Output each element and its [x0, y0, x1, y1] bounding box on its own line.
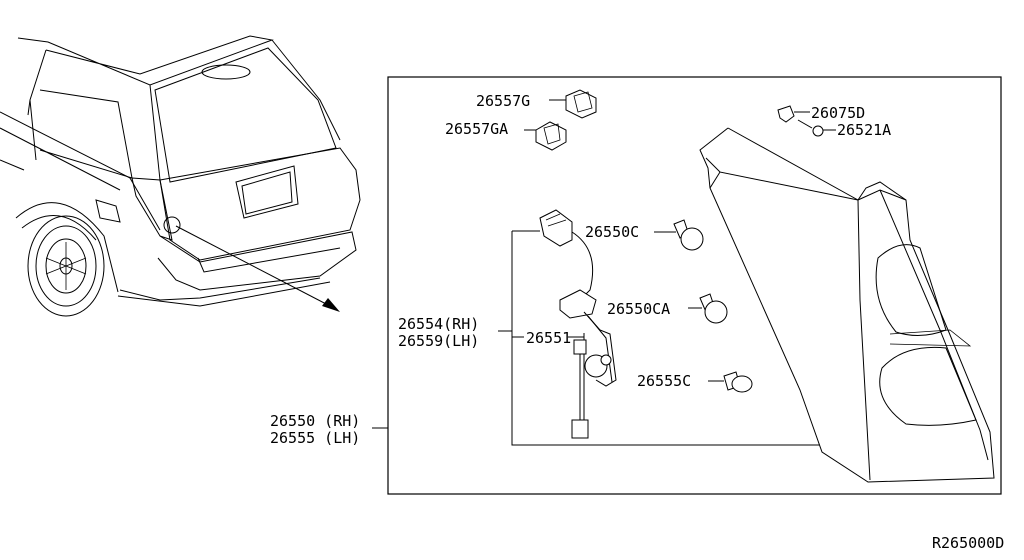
- bulb-26550ca-part: [688, 293, 728, 324]
- clip-26075d-part: [777, 105, 810, 123]
- callout-26554-rh: 26554(RH): [398, 315, 479, 333]
- callout-26550c: 26550C: [585, 223, 639, 241]
- callout-26557g: 26557G: [476, 92, 530, 110]
- tail-lamp-assembly: [699, 127, 995, 483]
- grommet-26557g-part: [549, 89, 597, 119]
- socket-harness-26551-part: [539, 209, 617, 439]
- callout-26521a: 26521A: [837, 121, 891, 139]
- callout-26075d: 26075D: [811, 104, 865, 122]
- callout-26555c: 26555C: [637, 372, 691, 390]
- callout-26559-lh: 26559(LH): [398, 332, 479, 350]
- callout-26555-lh: 26555 (LH): [270, 429, 360, 447]
- assembly-frame: [387, 76, 1002, 495]
- reference-code: R265000D: [932, 534, 1004, 552]
- screw-26521a-part: [797, 119, 836, 137]
- callout-26550-rh: 26550 (RH): [270, 412, 360, 430]
- bulb-26550c-part: [654, 219, 704, 251]
- bulb-26555c-part: [708, 371, 753, 393]
- callout-26551: 26551: [526, 329, 571, 347]
- vehicle-rear-illustration: [0, 35, 361, 317]
- callout-26550ca: 26550CA: [607, 300, 670, 318]
- callout-26557ga: 26557GA: [445, 120, 508, 138]
- grommet-26557ga-part: [524, 121, 567, 151]
